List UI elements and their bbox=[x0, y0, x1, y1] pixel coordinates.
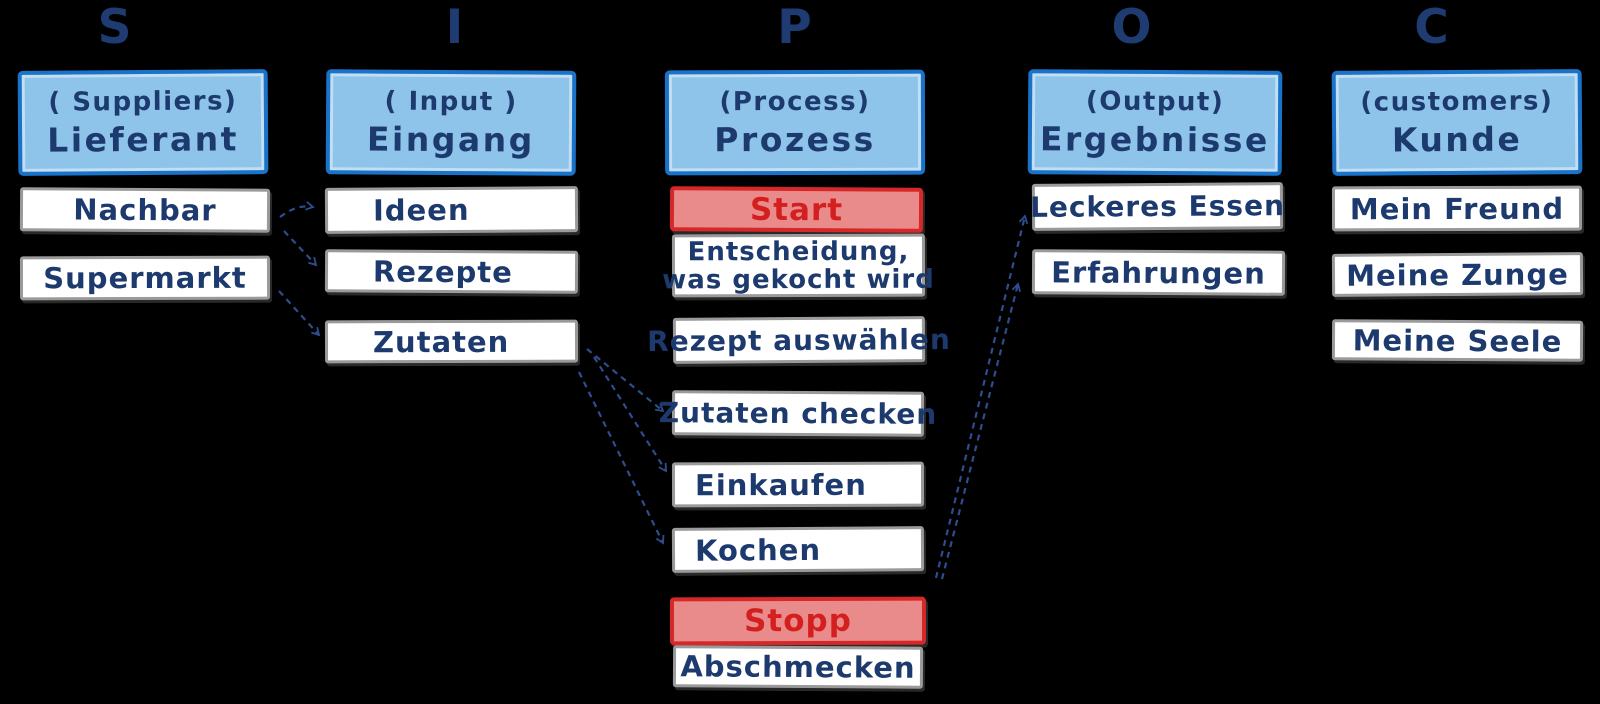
header-input-german: Eingang bbox=[366, 118, 535, 160]
header-box-suppliers: ( Suppliers) Lieferant bbox=[17, 69, 269, 176]
item-ideen: Ideen bbox=[324, 186, 579, 234]
header-output-german: Ergebnisse bbox=[1039, 118, 1270, 160]
header-box-customers: (customers) Kunde bbox=[1331, 69, 1583, 176]
arrow-zutaten-einkaufen bbox=[593, 356, 667, 473]
header-box-input: ( Input ) Eingang bbox=[325, 69, 577, 176]
item-label: Erfahrungen bbox=[1051, 254, 1266, 291]
item-meine-zunge: Meine Zunge bbox=[1331, 252, 1584, 297]
item-label: Einkaufen bbox=[694, 467, 867, 502]
column-letter-p: P bbox=[777, 0, 813, 55]
item-nachbar: Nachbar bbox=[19, 187, 271, 233]
item-label: Meine Zunge bbox=[1346, 256, 1569, 293]
header-process-english: (Process) bbox=[719, 86, 871, 117]
header-customers-english: (customers) bbox=[1360, 85, 1554, 118]
header-suppliers-german: Lieferant bbox=[47, 118, 240, 160]
column-letter-o: O bbox=[1111, 0, 1153, 55]
item-label: Zutaten bbox=[372, 324, 510, 359]
item-label: Start bbox=[749, 191, 844, 228]
item-mein-freund: Mein Freund bbox=[1331, 185, 1583, 232]
header-box-output: (Output) Ergebnisse bbox=[1027, 69, 1283, 176]
header-input-english: ( Input ) bbox=[384, 86, 518, 117]
item-rezepte: Rezepte bbox=[324, 249, 579, 294]
item-label: Abschmecken bbox=[680, 649, 916, 685]
arrow-supermarkt-zutaten bbox=[278, 290, 321, 337]
item-label: Leckeres Essen bbox=[1029, 189, 1286, 224]
arrow-kochen-erfahrungen bbox=[940, 282, 1021, 580]
item-kochen: Kochen bbox=[671, 526, 925, 573]
header-output-english: (Output) bbox=[1085, 86, 1225, 117]
item-einkaufen: Einkaufen bbox=[671, 461, 925, 508]
item-zutaten: Zutaten bbox=[324, 319, 579, 364]
item-label: Rezept auswählen bbox=[647, 322, 951, 358]
item-stopp: Stopp bbox=[669, 596, 927, 646]
item-leckeres-essen: Leckeres Essen bbox=[1029, 182, 1286, 231]
item-label: Supermarkt bbox=[43, 260, 247, 296]
item-label: Kochen bbox=[694, 532, 822, 568]
item-label: Ideen bbox=[372, 192, 470, 228]
item-label: Nachbar bbox=[73, 192, 217, 228]
header-box-process: (Process) Prozess bbox=[664, 69, 926, 176]
item-label: Entscheidung, was gekocht wird bbox=[662, 236, 935, 295]
item-entscheidung: Entscheidung, was gekocht wird bbox=[662, 233, 935, 298]
item-label: Rezepte bbox=[372, 254, 513, 289]
arrow-zutaten-kochen bbox=[578, 371, 665, 545]
item-meine-seele: Meine Seele bbox=[1331, 319, 1584, 362]
item-label: Meine Seele bbox=[1352, 322, 1563, 359]
column-letter-i: I bbox=[445, 0, 465, 55]
column-letter-c: C bbox=[1414, 0, 1450, 55]
header-process-german: Prozess bbox=[714, 119, 876, 159]
item-zutaten-checken: Zutaten checken bbox=[659, 390, 937, 437]
item-supermarkt: Supermarkt bbox=[19, 255, 271, 301]
arrow-kochen-leckeres-essen bbox=[934, 214, 1029, 579]
item-abschmecken: Abschmecken bbox=[672, 645, 924, 689]
header-customers-german: Kunde bbox=[1391, 119, 1523, 159]
item-label: Mein Freund bbox=[1349, 191, 1565, 226]
item-label: Zutaten checken bbox=[658, 396, 938, 431]
column-letter-s: S bbox=[97, 0, 133, 55]
arrow-zutaten-zutaten-checken bbox=[586, 348, 665, 413]
arrow-nachbar-rezepte bbox=[283, 230, 318, 267]
item-start: Start bbox=[669, 186, 924, 233]
arrow-nachbar-ideen bbox=[279, 201, 315, 218]
item-label: Stopp bbox=[744, 602, 852, 640]
item-erfahrungen: Erfahrungen bbox=[1031, 249, 1286, 296]
item-rezept-auswaehlen: Rezept auswählen bbox=[647, 316, 951, 364]
header-suppliers-english: ( Suppliers) bbox=[48, 85, 238, 118]
